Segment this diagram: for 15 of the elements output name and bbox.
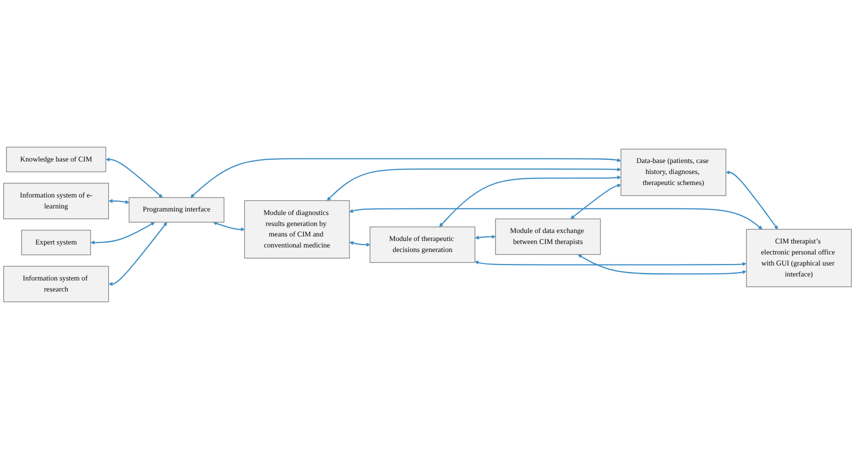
arrow	[570, 184, 622, 219]
arrow	[326, 167, 622, 201]
arrow	[90, 222, 155, 245]
arrow	[474, 234, 496, 240]
arrow	[106, 157, 163, 198]
arrow	[213, 222, 245, 232]
arrow	[349, 208, 762, 230]
arrow	[190, 158, 622, 198]
arrow	[439, 176, 622, 227]
arrow	[726, 170, 778, 230]
arrow	[349, 241, 370, 247]
arrow	[578, 254, 746, 274]
arrow	[474, 260, 746, 266]
arrow	[108, 199, 130, 204]
arrow	[108, 222, 168, 286]
